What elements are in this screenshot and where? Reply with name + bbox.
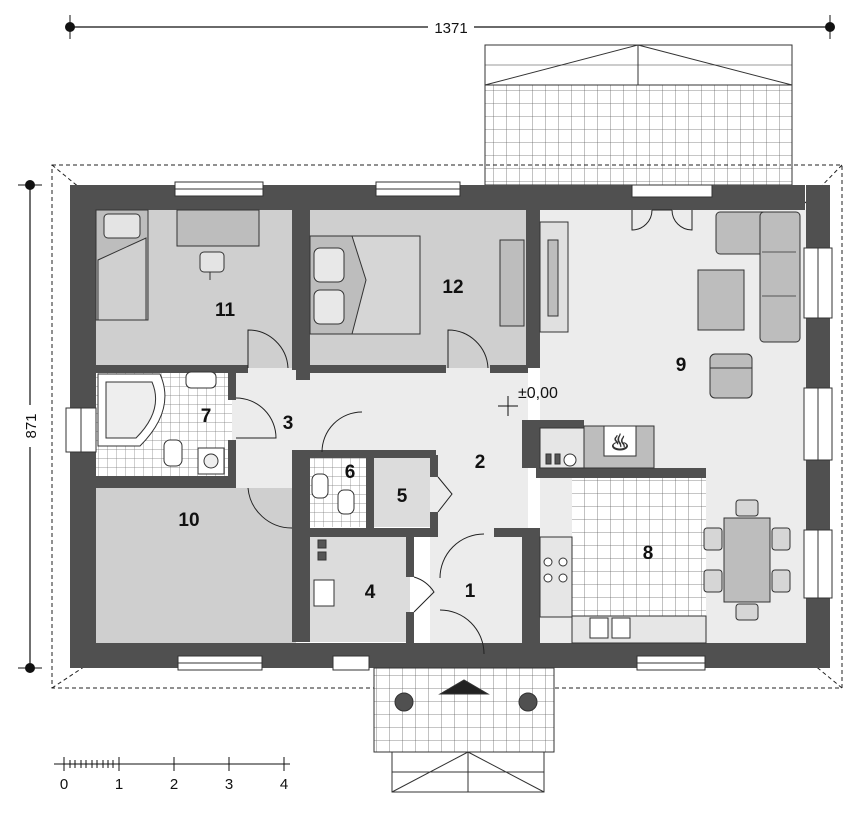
room-labels: 1 2 3 4 5 6 7 8 9 10 11 12 xyxy=(178,277,686,603)
room-9-furniture xyxy=(539,211,801,399)
terrace xyxy=(484,44,793,186)
room-label-8: 8 xyxy=(643,543,654,564)
scale-tick-4: 4 xyxy=(280,776,288,793)
room-label-4: 4 xyxy=(365,582,376,603)
dining-table xyxy=(703,499,791,621)
room-label-6: 6 xyxy=(345,462,356,483)
room-label-2: 2 xyxy=(475,452,486,473)
room-label-1: 1 xyxy=(465,581,476,602)
width-dimension: 1371 xyxy=(65,15,835,39)
depth-label: 871 xyxy=(23,413,40,438)
room-label-3: 3 xyxy=(283,413,294,434)
room-12-furniture xyxy=(309,235,525,335)
scale-tick-3: 3 xyxy=(225,776,233,793)
level-mark: ±0,00 xyxy=(518,385,558,402)
scale-bar xyxy=(54,757,290,771)
kitchen-furniture: ♨ xyxy=(539,425,707,644)
room-11-furniture xyxy=(95,209,260,321)
entrance-stairs xyxy=(373,667,555,793)
width-label: 1371 xyxy=(434,20,467,37)
wc-and-utility-fixtures xyxy=(311,473,355,607)
scale-tick-2: 2 xyxy=(170,776,178,793)
depth-dimension: 871 xyxy=(18,180,42,673)
door-swings xyxy=(235,209,693,655)
level-marker: ±0,00 xyxy=(498,385,558,416)
svg-text:♨: ♨ xyxy=(610,430,630,455)
room-label-5: 5 xyxy=(397,486,408,507)
scale-tick-0: 0 xyxy=(60,776,68,793)
room-label-11: 11 xyxy=(215,300,236,321)
windows xyxy=(65,181,833,671)
scale-bar-labels: 0 1 2 3 4 xyxy=(60,776,288,793)
room-label-7: 7 xyxy=(201,406,212,427)
room-label-10: 10 xyxy=(178,510,199,531)
room-label-9: 9 xyxy=(676,355,687,376)
scale-tick-1: 1 xyxy=(115,776,123,793)
bathroom-7-fixtures xyxy=(97,371,225,475)
room-label-12: 12 xyxy=(442,277,463,298)
